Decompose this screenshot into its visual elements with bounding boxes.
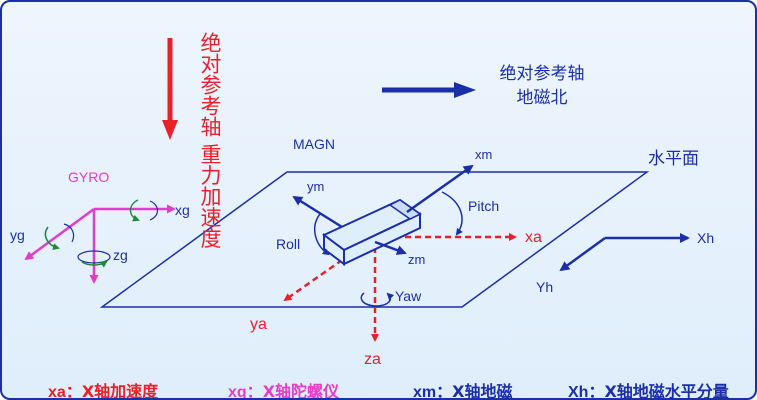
zg-label: zg <box>113 247 128 263</box>
legend-xa: xa：X轴加速度 <box>48 378 159 400</box>
rotation-arcs <box>313 191 463 307</box>
north-label: 绝对参考轴 地磁北 <box>482 62 602 110</box>
sensor-body <box>322 198 422 266</box>
gyro-title: GYRO <box>68 169 109 185</box>
legend-xm: xm：X轴地磁 <box>413 378 513 400</box>
magn-label: MAGN <box>293 136 335 152</box>
xg-label: xg <box>175 202 190 218</box>
roll-label: Roll <box>276 236 300 252</box>
pitch-label: Pitch <box>468 198 499 214</box>
gravity-arrow <box>162 38 178 140</box>
legend-xa-desc: X轴加速度 <box>81 382 159 400</box>
plane-label: 水平面 <box>648 149 699 169</box>
north-line-2: 地磁北 <box>516 88 568 108</box>
north-line-1: 绝对参考轴 <box>499 64 585 84</box>
legend-xh-desc: X轴地磁水平分量 <box>604 382 729 400</box>
legend-xa-sep: ： <box>65 382 82 400</box>
legend-xh-key: Xh <box>568 384 589 400</box>
yh-label: Yh <box>536 279 553 295</box>
gravity-text: 绝对参考轴 重力加速度 <box>198 32 222 249</box>
legend-xm-desc: X轴地磁 <box>452 382 513 400</box>
xh-label: Xh <box>697 230 714 246</box>
legend-xh: Xh：X轴地磁水平分量 <box>568 378 729 400</box>
ym-label: ym <box>307 179 324 194</box>
legend-xh-sep: ： <box>588 382 605 400</box>
yg-label: yg <box>10 227 25 243</box>
legend-xg-desc: X轴陀螺仪 <box>262 382 340 400</box>
xm-label: xm <box>475 147 492 162</box>
horizontal-axes <box>559 233 690 272</box>
zm-label: zm <box>408 252 425 267</box>
gyro-axes <box>24 199 176 284</box>
xa-label: xa <box>525 229 542 246</box>
za-label: za <box>364 351 381 368</box>
legend-xg-sep: ： <box>246 382 263 400</box>
legend-xm-sep: ： <box>436 382 453 400</box>
legend-xm-key: xm <box>413 384 437 400</box>
mag-axes <box>292 164 474 255</box>
legend: xa：X轴加速度 xg：X轴陀螺仪 xm：X轴地磁 Xh：X轴地磁水平分量 <box>2 374 755 400</box>
horizontal-plane <box>99 171 650 308</box>
north-arrow <box>382 82 476 98</box>
ya-label: ya <box>250 316 267 333</box>
legend-xa-key: xa <box>48 384 66 400</box>
yaw-label: Yaw <box>395 288 422 304</box>
gravity-col-2: 绝对参考轴 <box>198 32 222 137</box>
legend-xg-key: xg <box>228 384 247 400</box>
legend-xg: xg：X轴陀螺仪 <box>228 378 340 400</box>
gravity-col-1: 重力加速度 <box>198 143 222 249</box>
